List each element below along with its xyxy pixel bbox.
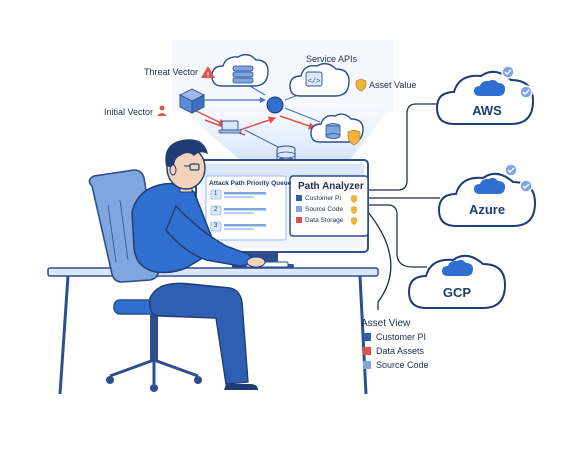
device-icon [218, 120, 242, 134]
service-apis-label: Service APIs [306, 54, 358, 64]
warning-triangle-icon: ! [201, 66, 215, 79]
data-cloud-icon [310, 113, 364, 146]
aws-label: AWS [472, 103, 502, 118]
shield-icon [355, 78, 367, 92]
cube-icon [178, 88, 206, 114]
asset-view-legend [363, 333, 371, 369]
azure-cloud-icon [437, 163, 537, 227]
azure-label: Azure [468, 202, 506, 217]
asset-value-label: Asset Value [369, 80, 417, 90]
queue-row-number[interactable]: 2 [214, 207, 218, 213]
path-analyzer-item[interactable]: Customer PI [305, 195, 342, 202]
service-api-cloud-icon: </> [289, 62, 350, 97]
path-analyzer-panel [289, 175, 369, 237]
network-hub-node [266, 96, 284, 114]
threat-vector-label: Threat Vector [144, 67, 199, 77]
svg-text:</>: </> [308, 78, 321, 86]
svg-text:!: ! [207, 72, 209, 79]
server-cloud-icon [211, 53, 269, 87]
path-analyzer-title: Path Analyzer [298, 181, 364, 192]
legend-swatch-data-assets [363, 347, 371, 355]
asset-view-item: Source Code [376, 360, 429, 370]
asset-view-title: Asset View [361, 318, 411, 329]
legend-swatch-source-code [363, 361, 371, 369]
aws-cloud-icon [435, 65, 535, 125]
gcp-cloud-icon [407, 254, 507, 309]
cloud-connectors [367, 103, 456, 310]
queue-row-number[interactable]: 1 [214, 191, 218, 197]
path-analyzer-item[interactable]: Source Code [305, 206, 343, 213]
user-icon [157, 105, 167, 116]
path-analyzer-item[interactable]: Data Storage [305, 217, 344, 224]
attack-path-queue-panel [205, 175, 287, 241]
legend-swatch-customer-pi [363, 333, 371, 341]
asset-view-item: Customer PI [376, 332, 427, 342]
initial-vector-label: Initial Vector [104, 107, 154, 117]
gcp-label: GCP [442, 285, 472, 300]
asset-view-item: Data Assets [376, 346, 425, 356]
person-figure [131, 139, 266, 390]
queue-title: Attack Path Priority Queue [209, 180, 292, 187]
queue-row-number[interactable]: 3 [214, 223, 218, 229]
